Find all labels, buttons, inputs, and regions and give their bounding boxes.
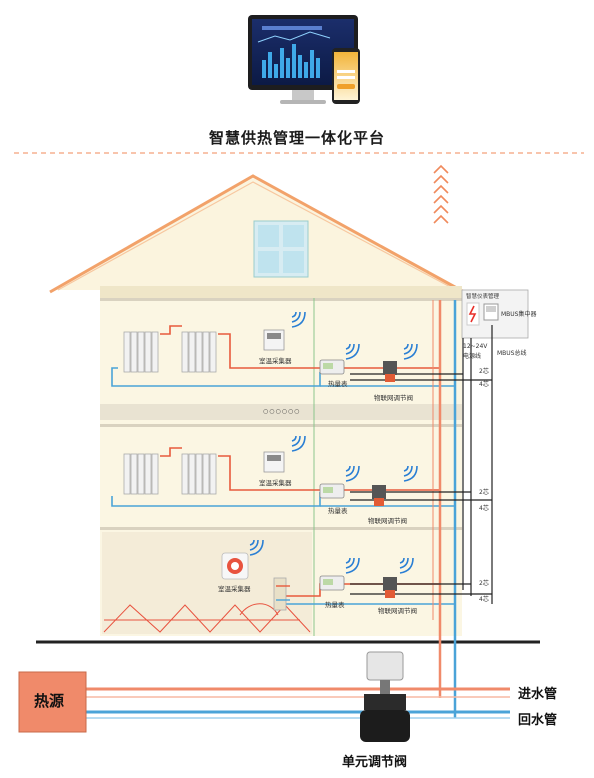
floor1-wire-bottom: 4芯 <box>479 596 489 603</box>
floor1-room-collector-label: 室温采集器 <box>218 585 251 593</box>
mbus-label: MBUS总线 <box>497 350 527 357</box>
thermostat-icon <box>221 552 249 580</box>
valve-icon <box>383 577 397 598</box>
floor3-wire-top: 2芯 <box>479 368 489 375</box>
radiator-icon <box>123 331 217 373</box>
floor1-valve-label: 物联网调节阀 <box>378 607 417 615</box>
upload-arrows-icon <box>433 164 449 224</box>
thermostat-icon <box>263 329 285 351</box>
platform-title: 智慧供热管理一体化平台 <box>208 129 385 147</box>
bus-lines <box>350 325 493 604</box>
control-panel <box>461 289 529 339</box>
concentrator-label: MBUS集中器 <box>501 311 537 318</box>
heat-source-label: 热源 <box>34 692 65 710</box>
floor2-room-collector-label: 室温采集器 <box>259 479 292 487</box>
power-sub-label: 电源线 <box>463 353 482 360</box>
floor2-valve-label: 物联网调节阀 <box>368 517 407 525</box>
underfloor-heating <box>103 603 311 633</box>
floor2-heat-meter-label: 热量表 <box>328 507 348 515</box>
wifi-signal-icon <box>249 311 418 574</box>
unit-valve-label: 单元调节阀 <box>342 755 408 770</box>
control-box-title: 智慧仪表管理 <box>466 294 500 300</box>
radiator-icon <box>123 453 217 495</box>
floor2-wire-bottom: 4芯 <box>479 505 489 512</box>
valve-icon <box>383 361 397 382</box>
unit-valve-icon <box>360 651 410 742</box>
floor3-valve-label: 物联网调节阀 <box>374 394 413 402</box>
floor-ellipsis: ○○○○○○ <box>263 408 301 415</box>
floor3-room-collector-label: 室温采集器 <box>259 357 292 365</box>
attic-window <box>253 220 309 278</box>
heat-source-box <box>18 671 87 733</box>
floor3-heat-meter-label: 热量表 <box>328 380 348 388</box>
power-label: 12~24V <box>463 343 488 350</box>
heat-meter-icon <box>319 483 345 499</box>
manifold-icon <box>273 577 290 611</box>
heat-meter-icon <box>319 359 345 375</box>
floor3-wire-bottom: 4芯 <box>479 381 489 388</box>
inlet-pipe-label: 进水管 <box>518 687 558 702</box>
return-pipe-label: 回水管 <box>518 713 558 728</box>
phone-icon <box>332 48 360 104</box>
floor2-wire-top: 2芯 <box>479 489 489 496</box>
supply-riser <box>432 300 457 718</box>
floor1-heat-meter-label: 热量表 <box>325 601 345 609</box>
heat-meter-icon <box>319 575 345 591</box>
thermostat-icon <box>263 451 285 473</box>
main-pipes <box>86 687 510 719</box>
valve-icon <box>372 485 386 506</box>
floor1-wire-top: 2芯 <box>479 580 489 587</box>
